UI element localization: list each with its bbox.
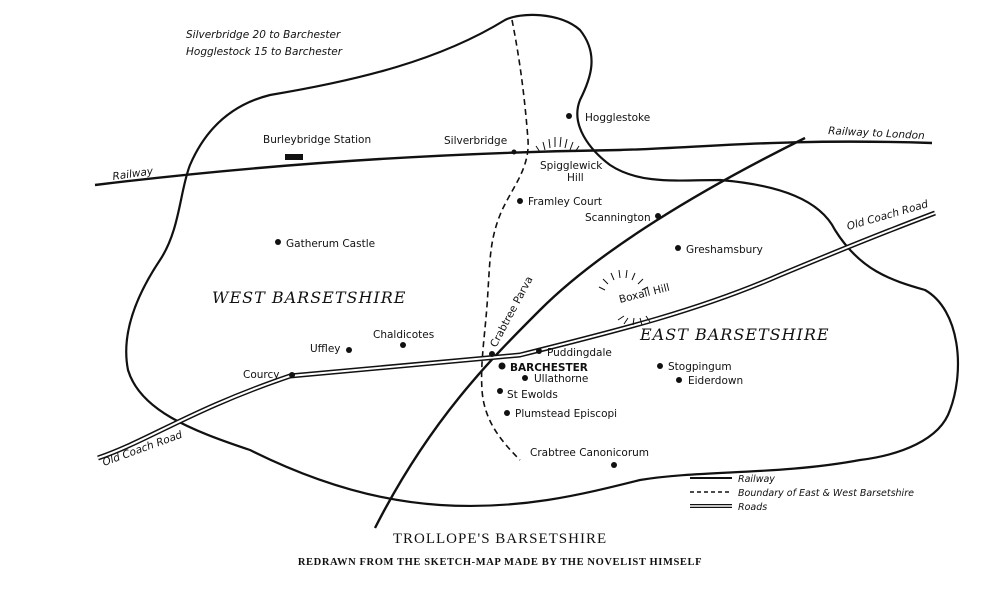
dot-courcy — [289, 372, 295, 378]
distance-silverbridge: Silverbridge 20 to Barchester — [186, 29, 341, 41]
label-crabtree-canonicorum: Crabtree Canonicorum — [530, 447, 649, 459]
label-barchester: BARCHESTER — [510, 362, 588, 374]
dot-eiderdown — [676, 377, 682, 383]
dot-framley — [517, 198, 523, 204]
dot-crabtree-canonicorum — [611, 462, 617, 468]
legend-roads-label: Roads — [738, 502, 767, 513]
label-courcy: Courcy — [243, 369, 279, 381]
dot-barchester — [498, 362, 506, 370]
label-hogglestoke: Hogglestoke — [585, 112, 650, 124]
spigglewick-hill-hachures — [535, 136, 580, 153]
dot-ullathorne — [522, 375, 528, 381]
dot-gatherum — [275, 239, 281, 245]
east-west-boundary — [480, 19, 529, 461]
dot-st-ewolds — [497, 388, 503, 394]
boxall-hill-hachures — [598, 269, 651, 326]
label-spigglewick-hill: Hill — [567, 172, 584, 184]
label-eiderdown: Eiderdown — [688, 375, 743, 387]
label-chaldicotes: Chaldicotes — [373, 329, 434, 341]
map-title: TROLLOPE'S BARSETSHIRE — [393, 531, 607, 547]
legend-boundary-label: Boundary of East & West Barsetshire — [738, 488, 914, 499]
dot-plumstead — [504, 410, 510, 416]
label-burleybridge: Burleybridge Station — [263, 134, 371, 146]
dot-chaldicotes — [400, 342, 406, 348]
dot-crabtree-parva — [489, 351, 495, 357]
label-railway-west: Railway — [112, 165, 155, 183]
dot-stogpingum — [657, 363, 663, 369]
label-railway-london: Railway to London — [828, 125, 925, 142]
label-boxall: Boxall Hill — [618, 282, 671, 306]
label-plumstead: Plumstead Episcopi — [515, 408, 617, 420]
burleybridge-station-marker — [285, 154, 303, 160]
coach-road-inner — [97, 212, 936, 459]
label-greshamsbury: Greshamsbury — [686, 244, 763, 256]
legend-railway-label: Railway — [738, 474, 775, 485]
dot-hogglestoke — [566, 113, 572, 119]
distance-hogglestock: Hogglestock 15 to Barchester — [186, 46, 343, 58]
dot-greshamsbury — [675, 245, 681, 251]
label-st-ewolds: St Ewolds — [507, 389, 558, 401]
label-stogpingum: Stogpingum — [668, 361, 732, 373]
dot-uffley — [346, 347, 352, 353]
label-spigglewick: Spigglewick — [540, 160, 603, 172]
label-coach-road-east: Old Coach Road — [846, 198, 930, 233]
dot-scannington — [655, 213, 661, 219]
dot-puddingdale — [536, 348, 542, 354]
label-silverbridge: Silverbridge — [444, 135, 507, 147]
label-framley: Framley Court — [528, 196, 602, 208]
dot-silverbridge — [511, 149, 517, 155]
label-gatherum: Gatherum Castle — [286, 238, 375, 250]
label-scannington: Scannington — [585, 212, 651, 224]
legend: Railway Boundary of East & West Barsetsh… — [690, 474, 914, 513]
railway-main-line — [94, 140, 933, 187]
label-ullathorne: Ullathorne — [534, 373, 588, 385]
railway-branch — [373, 136, 806, 529]
region-east: EAST BARSETSHIRE — [639, 325, 830, 344]
label-puddingdale: Puddingdale — [547, 347, 612, 359]
map-subtitle: REDRAWN FROM THE SKETCH-MAP MADE BY THE … — [298, 557, 702, 568]
region-west: WEST BARSETSHIRE — [212, 288, 406, 307]
county-boundary — [125, 13, 960, 508]
label-uffley: Uffley — [310, 343, 341, 355]
label-coach-road-west: Old Coach Road — [101, 429, 184, 469]
